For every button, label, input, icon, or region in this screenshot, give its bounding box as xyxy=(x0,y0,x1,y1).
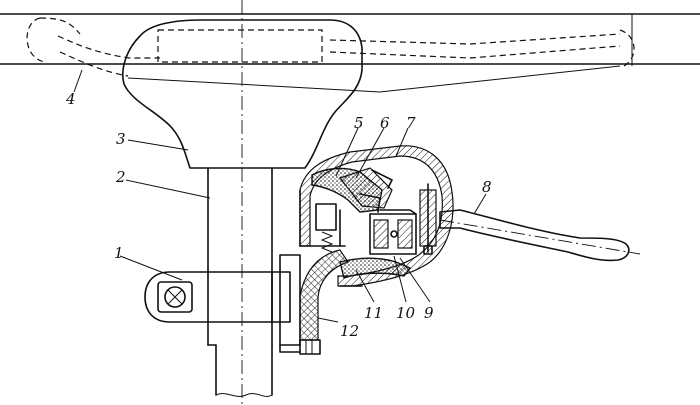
steering-wheel-hub xyxy=(122,19,381,169)
switch-contact-assembly xyxy=(311,167,393,213)
steering-column xyxy=(207,0,273,405)
callout-4: 4 xyxy=(65,90,76,108)
callout-2: 2 xyxy=(115,168,126,186)
callout-3: 3 xyxy=(116,130,126,148)
callout-9: 9 xyxy=(424,304,434,322)
callout-7: 7 xyxy=(406,114,416,132)
switch-mechanism xyxy=(369,209,417,255)
steering-wheel-spoke xyxy=(57,33,621,93)
callout-5: 5 xyxy=(354,114,364,132)
switch-housing xyxy=(299,145,454,287)
callout-6: 6 xyxy=(380,114,390,132)
detent-spring xyxy=(315,203,341,253)
callout-11: 11 xyxy=(364,304,383,322)
mounting-clamp xyxy=(144,271,291,323)
callout-labels: 1 2 3 4 5 6 7 8 9 10 11 12 xyxy=(65,90,492,340)
switch-lever[interactable] xyxy=(439,209,641,262)
callout-12: 12 xyxy=(340,322,359,340)
callout-1: 1 xyxy=(114,244,124,262)
lever-pivot xyxy=(419,183,437,255)
callout-8: 8 xyxy=(482,178,492,196)
steering-wheel-rim xyxy=(0,13,700,67)
leader-lines xyxy=(73,69,487,323)
callout-10: 10 xyxy=(396,304,416,322)
